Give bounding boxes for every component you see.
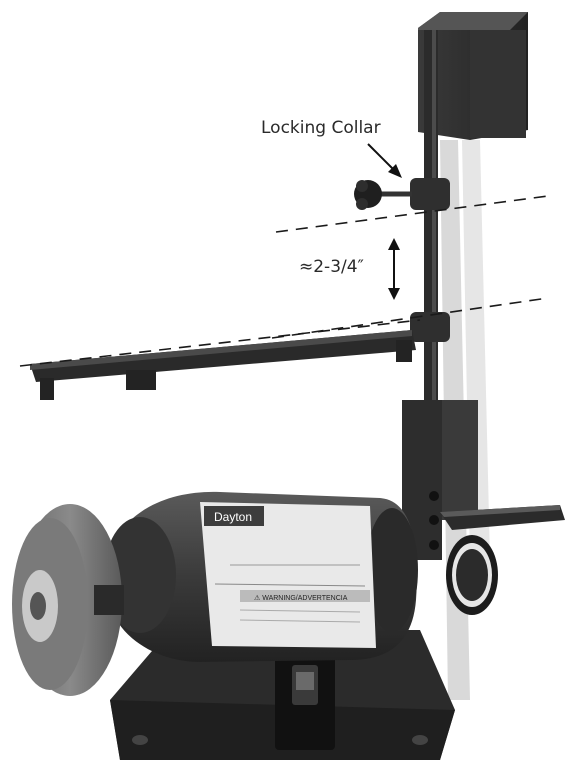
reference-lines xyxy=(19,195,549,367)
grinding-wheel xyxy=(12,504,124,696)
distance-label: ≈2-3/4″ xyxy=(299,257,364,277)
knob-icon xyxy=(354,180,382,210)
distance-arrow-icon xyxy=(388,238,400,300)
belt-housing xyxy=(418,12,528,140)
collar-pointer-arrow-icon xyxy=(367,143,402,178)
belt-wheel xyxy=(446,535,498,615)
locking-collar xyxy=(354,178,450,210)
upper-dashed-line xyxy=(275,195,549,233)
tool-rest-arm xyxy=(30,312,450,400)
motor-label-plate xyxy=(200,502,376,648)
locking-collar-label: Locking Collar xyxy=(261,118,381,138)
grinder-base xyxy=(110,630,455,760)
motor-brand-text: Dayton xyxy=(214,510,252,524)
arm-dashed-line xyxy=(19,319,421,367)
motor-warning-text: ⚠ WARNING/ADVERTENCIA xyxy=(254,594,348,602)
